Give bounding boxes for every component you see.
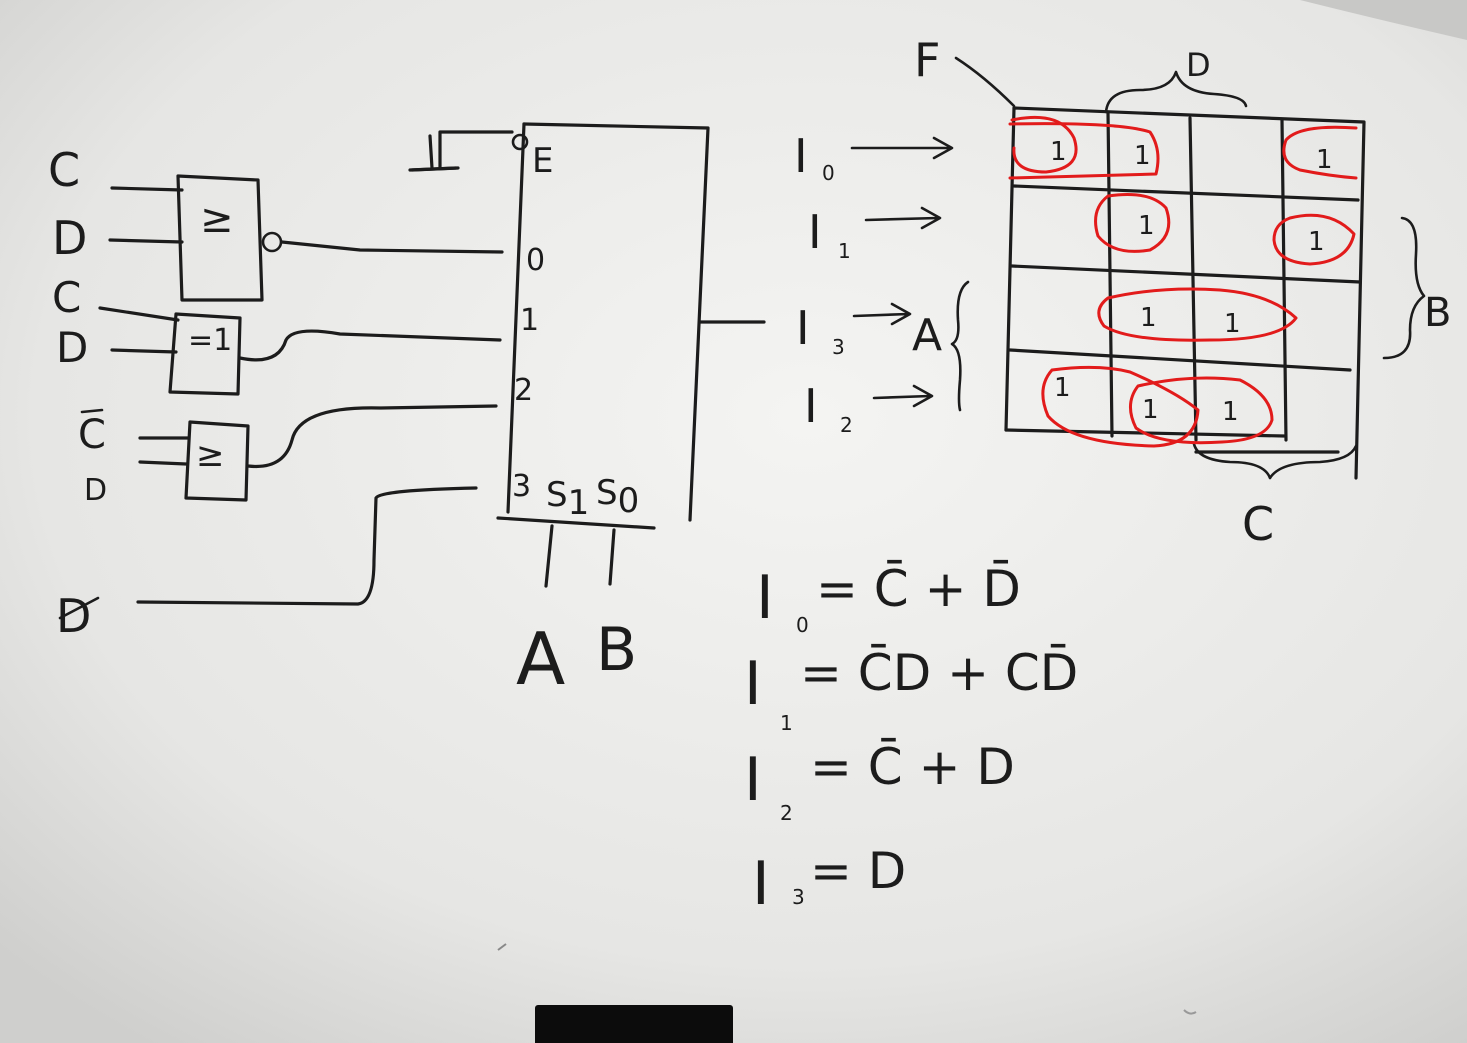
red-loop-r0c0 bbox=[1010, 115, 1078, 174]
stray-mark-2 bbox=[1183, 1009, 1197, 1015]
row-label-i1: I 1 bbox=[808, 205, 942, 263]
board-frame-edge bbox=[1300, 0, 1467, 40]
svg-text:2: 2 bbox=[780, 801, 793, 825]
kmap-bottom-label: C bbox=[1242, 497, 1274, 551]
svg-text:I: I bbox=[804, 379, 818, 433]
equation-i3: I 3 = D bbox=[752, 842, 906, 919]
input-d-2: D bbox=[56, 323, 88, 372]
svg-text:I: I bbox=[796, 301, 810, 355]
equation-i1: I 1 = C̄D + CD̄ bbox=[744, 643, 1078, 735]
gate-3-or: ≥ bbox=[184, 420, 250, 502]
gate-2-symbol: =1 bbox=[188, 323, 232, 358]
svg-text:I: I bbox=[744, 745, 762, 815]
multiplexer: 1 E 0 1 2 3 S1 S0 S1 S0 A B bbox=[410, 122, 766, 701]
red-loop-row0 bbox=[1008, 122, 1160, 180]
svg-text:I: I bbox=[756, 563, 774, 633]
red-loop-row2 bbox=[1097, 287, 1298, 342]
brace-c bbox=[1192, 442, 1358, 480]
gate-3-symbol: ≥ bbox=[196, 435, 225, 475]
svg-text:I: I bbox=[794, 129, 808, 183]
kmap-cell-r0c0: 1 bbox=[1050, 137, 1067, 167]
svg-text:1: 1 bbox=[780, 711, 793, 735]
marker-tray bbox=[535, 1005, 733, 1043]
stray-mark bbox=[497, 943, 507, 951]
kmap-cell-r1c3: 1 bbox=[1308, 227, 1325, 257]
svg-text:I: I bbox=[752, 849, 770, 919]
input-d-3: D bbox=[84, 473, 107, 508]
kmap-cell-r3c0: 1 bbox=[1054, 373, 1071, 403]
equations: I 0 = C̄ + D̄ I 1 = C̄D + CD̄ I 2 = C̄ +… bbox=[744, 559, 1078, 919]
red-loop-r1c3 bbox=[1272, 213, 1356, 266]
red-loop-row3-right bbox=[1129, 376, 1274, 445]
gate-1-symbol: ≥ bbox=[200, 196, 234, 242]
svg-text:= C̄D + CD̄: = C̄D + CD̄ bbox=[800, 643, 1078, 702]
kmap-cell-r2c2: 1 bbox=[1224, 309, 1241, 339]
select-s0: S0 bbox=[596, 473, 639, 521]
gate-2-xor: =1 bbox=[168, 312, 242, 396]
equation-i0: I 0 = C̄ + D̄ bbox=[756, 559, 1021, 637]
kmap-cell-r3c1: 1 bbox=[1142, 395, 1159, 425]
svg-text:= C̄ + D̄: = C̄ + D̄ bbox=[816, 559, 1021, 618]
gate-inputs: C D C D C D D bbox=[48, 143, 107, 643]
input-c-2: C bbox=[52, 273, 81, 322]
kmap-cell-r2c1: 1 bbox=[1140, 303, 1157, 333]
mux-input-0: 0 bbox=[526, 243, 545, 278]
brace-a bbox=[950, 280, 970, 412]
svg-text:3: 3 bbox=[832, 335, 845, 359]
svg-text:2: 2 bbox=[840, 413, 853, 437]
mux-input-3: 3 bbox=[512, 469, 531, 504]
d-strike bbox=[58, 596, 100, 620]
row-label-i0: I 0 bbox=[794, 129, 954, 185]
grid-lines bbox=[1004, 106, 1366, 480]
kmap-grid: F D C B bbox=[914, 33, 1451, 551]
kmap-cell-r1c1: 1 bbox=[1138, 211, 1155, 241]
brace-d bbox=[1104, 70, 1248, 114]
svg-text:= D: = D bbox=[810, 842, 906, 900]
equation-i2: I 2 = C̄ + D bbox=[744, 737, 1015, 825]
svg-text:0: 0 bbox=[796, 613, 809, 637]
gate-1-nor: ≥ bbox=[176, 174, 283, 302]
select-a-label: A bbox=[516, 617, 565, 701]
select-b-label: B bbox=[596, 615, 637, 685]
f-pointer bbox=[954, 56, 1016, 108]
kmap-row-labels: I 0 I 1 I 3 A I 2 bbox=[794, 129, 970, 437]
row-side-a: A bbox=[912, 310, 942, 361]
red-loop-row3-left bbox=[1041, 365, 1200, 448]
enable-label: E bbox=[532, 141, 553, 181]
enable-one-glyph bbox=[408, 134, 458, 172]
kmap-red-groupings bbox=[1008, 115, 1358, 448]
svg-text:0: 0 bbox=[822, 161, 835, 185]
svg-text:I: I bbox=[808, 205, 822, 259]
kmap-f-label: F bbox=[914, 33, 940, 87]
kmap-top-label: D bbox=[1186, 46, 1211, 84]
input-c-bar: C bbox=[78, 412, 106, 458]
svg-text:1: 1 bbox=[838, 239, 851, 263]
kmap-cell-r0c3: 1 bbox=[1316, 145, 1333, 175]
input-d-1: D bbox=[52, 211, 87, 265]
brace-b bbox=[1382, 216, 1426, 360]
kmap-right-label: B bbox=[1424, 290, 1451, 336]
mux-input-1: 1 bbox=[520, 303, 539, 338]
c-bar-overline bbox=[80, 408, 104, 414]
svg-text:I: I bbox=[744, 649, 762, 719]
kmap-cell-r3c2: 1 bbox=[1222, 397, 1239, 427]
svg-text:3: 3 bbox=[792, 885, 805, 909]
input-c-1: C bbox=[48, 143, 80, 197]
svg-text:= C̄ + D: = C̄ + D bbox=[810, 737, 1015, 796]
kmap-cell-r0c1: 1 bbox=[1134, 141, 1151, 171]
red-loop-r0c3 bbox=[1282, 125, 1358, 180]
red-loop-r1c1 bbox=[1094, 193, 1171, 253]
enable-bubble bbox=[511, 133, 529, 151]
row-label-i2: I 2 bbox=[804, 379, 934, 437]
input-wires bbox=[98, 186, 190, 466]
gate-output-wires bbox=[136, 240, 504, 606]
kmap-cells: 1 1 1 1 1 1 1 1 1 1 bbox=[1050, 137, 1333, 427]
mux-input-2: 2 bbox=[514, 373, 533, 408]
row-label-i3: I 3 A bbox=[796, 301, 942, 361]
